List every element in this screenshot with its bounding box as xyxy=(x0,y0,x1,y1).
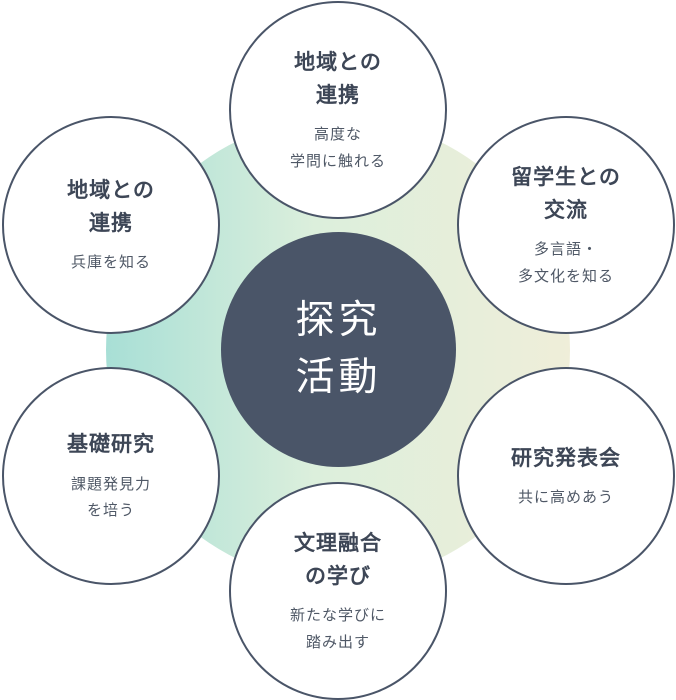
node-title: 地域との 連携 xyxy=(294,50,382,107)
node-subtitle: 高度な 学問に触れる xyxy=(289,125,386,170)
node-regional-collaboration-academic: 地域との 連携 高度な 学問に触れる xyxy=(229,1,447,219)
center-title: 探究 活動 xyxy=(295,297,382,400)
node-subtitle: 兵庫を知る xyxy=(70,253,151,272)
node-subtitle: 課題発見力 を培う xyxy=(70,475,151,520)
node-title: 文理融合 の学び xyxy=(294,531,382,588)
node-title: 地域との 連携 xyxy=(67,178,155,235)
node-international-student-exchange: 留学生との 交流 多言語・ 多文化を知る xyxy=(457,116,675,334)
node-subtitle: 共に高めあう xyxy=(517,488,614,507)
node-interdisciplinary-learning: 文理融合 の学び 新たな学びに 踏み出す xyxy=(229,482,447,700)
node-subtitle: 多言語・ 多文化を知る xyxy=(517,240,614,285)
node-title: 基礎研究 xyxy=(67,432,155,457)
center-circle: 探究 活動 xyxy=(221,232,456,467)
node-title: 留学生との 交流 xyxy=(511,165,621,222)
node-title: 研究発表会 xyxy=(511,445,621,470)
node-research-presentation: 研究発表会 共に高めあう xyxy=(457,367,675,585)
node-basic-research: 基礎研究 課題発見力 を培う xyxy=(2,367,220,585)
node-subtitle: 新たな学びに 踏み出す xyxy=(289,606,386,651)
node-regional-collaboration-hyogo: 地域との 連携 兵庫を知る xyxy=(2,116,220,334)
